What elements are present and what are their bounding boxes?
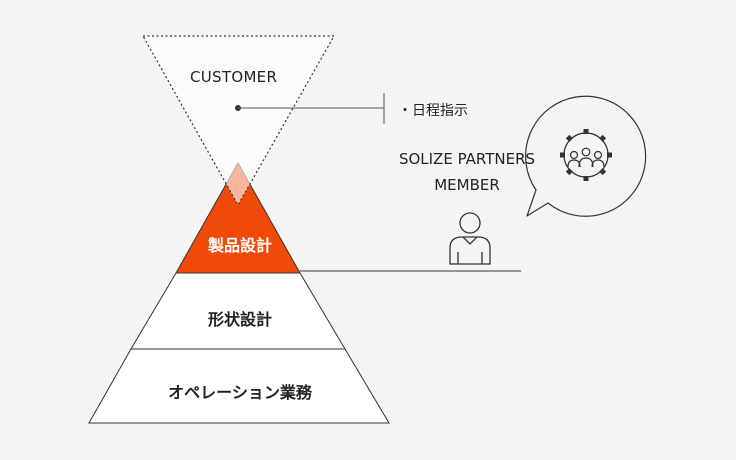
gear-with-people-icon [560,129,612,181]
tier-label-shape-design: 形状設計 [207,310,272,329]
note-bullet: ・ [398,103,412,119]
person-icon [449,212,491,265]
member-label-line1: SOLIZE PARTNERS [398,150,536,168]
tier-label-product-design: 製品設計 [207,236,272,255]
speech-bubble [525,95,647,217]
schedule-note: ・日程指示 [398,100,468,120]
pyramid-tier-top [175,161,301,274]
tier-label-operations: オペレーション業務 [168,383,312,402]
note-text: 日程指示 [412,103,468,119]
customer-funnel [141,35,336,207]
member-label-line2: MEMBER [434,176,500,194]
customer-label: CUSTOMER [190,68,278,86]
